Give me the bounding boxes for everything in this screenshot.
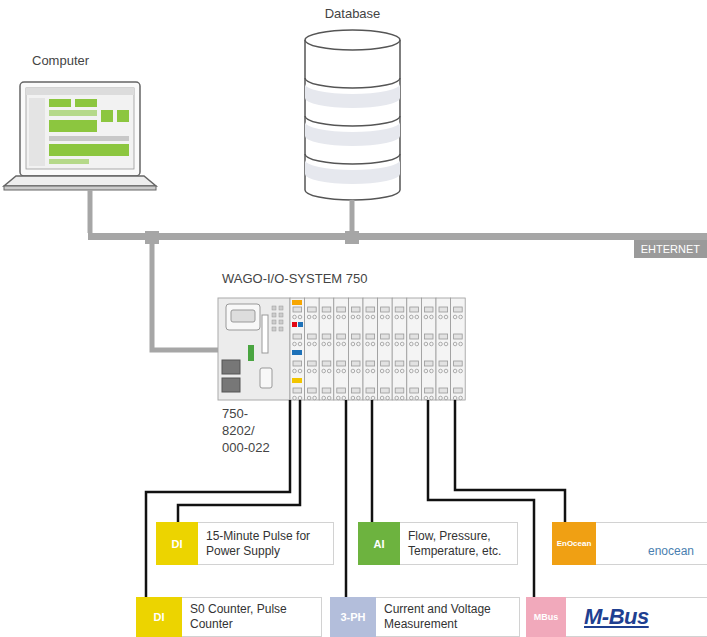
signal-box: 3-PH Current and Voltage Measurement — [330, 597, 520, 637]
signal-wire — [455, 400, 565, 522]
signal-wire — [178, 400, 300, 522]
signal-wire — [371, 400, 374, 522]
signal-box: MBus M-Bus — [526, 597, 707, 637]
computer-node: Computer — [4, 82, 156, 190]
laptop-illustration — [4, 82, 156, 190]
brand-logo-text: M-Bus — [584, 603, 649, 631]
signal-description-box: Current and Voltage Measurement — [376, 597, 520, 637]
signal-description-box: Flow, Pressure, Temperature, etc. — [400, 522, 518, 565]
part-number: 750- 8202/ 000-022 — [222, 406, 280, 457]
signal-description: S0 Counter, Pulse Counter — [190, 602, 313, 632]
network-line — [88, 190, 93, 233]
signal-tag: EnOcean — [552, 522, 596, 565]
signal-tag: DI — [136, 597, 182, 637]
signal-wire — [146, 400, 290, 597]
database-cylinder — [305, 30, 400, 200]
brand-logo-text: enocean — [648, 544, 694, 560]
controller-illustration — [218, 298, 465, 400]
signal-description-box: S0 Counter, Pulse Counter — [182, 597, 322, 637]
signal-description: 15-Minute Pulse for Power Supply — [206, 529, 325, 559]
device-name: WAGO-I/O-SYSTEM 750 — [222, 271, 367, 286]
signal-wire — [428, 400, 534, 597]
database-node: Database — [305, 30, 400, 200]
signal-description-box: M-Bus — [566, 597, 707, 637]
signal-wire — [345, 400, 348, 597]
bus-label: EHTERNET — [634, 240, 707, 258]
network-junction — [145, 231, 159, 244]
network-line — [152, 240, 218, 350]
signal-box: AI Flow, Pressure, Temperature, etc. — [358, 522, 518, 565]
signal-box: EnOcean enocean — [552, 522, 707, 565]
network-junction — [345, 231, 359, 244]
signal-description: Flow, Pressure, Temperature, etc. — [408, 529, 509, 559]
signal-description-box: enocean — [596, 522, 707, 565]
signal-box: DI 15-Minute Pulse for Power Supply — [156, 522, 334, 565]
network-line — [350, 200, 355, 233]
node-label: Database — [305, 6, 400, 21]
signal-tag: DI — [156, 522, 198, 565]
node-label: Computer — [32, 53, 89, 68]
signal-description: Current and Voltage Measurement — [384, 602, 511, 632]
signal-description-box: 15-Minute Pulse for Power Supply — [198, 522, 334, 565]
signal-tag: MBus — [526, 597, 566, 637]
signal-tag: AI — [358, 522, 400, 565]
ethernet-bus: EHTERNET — [88, 233, 707, 240]
signal-box: DI S0 Counter, Pulse Counter — [136, 597, 322, 637]
controller-node: WAGO-I/O-SYSTEM 750750- 8202/ 000-022 — [218, 298, 465, 400]
signal-tag: 3-PH — [330, 597, 376, 637]
